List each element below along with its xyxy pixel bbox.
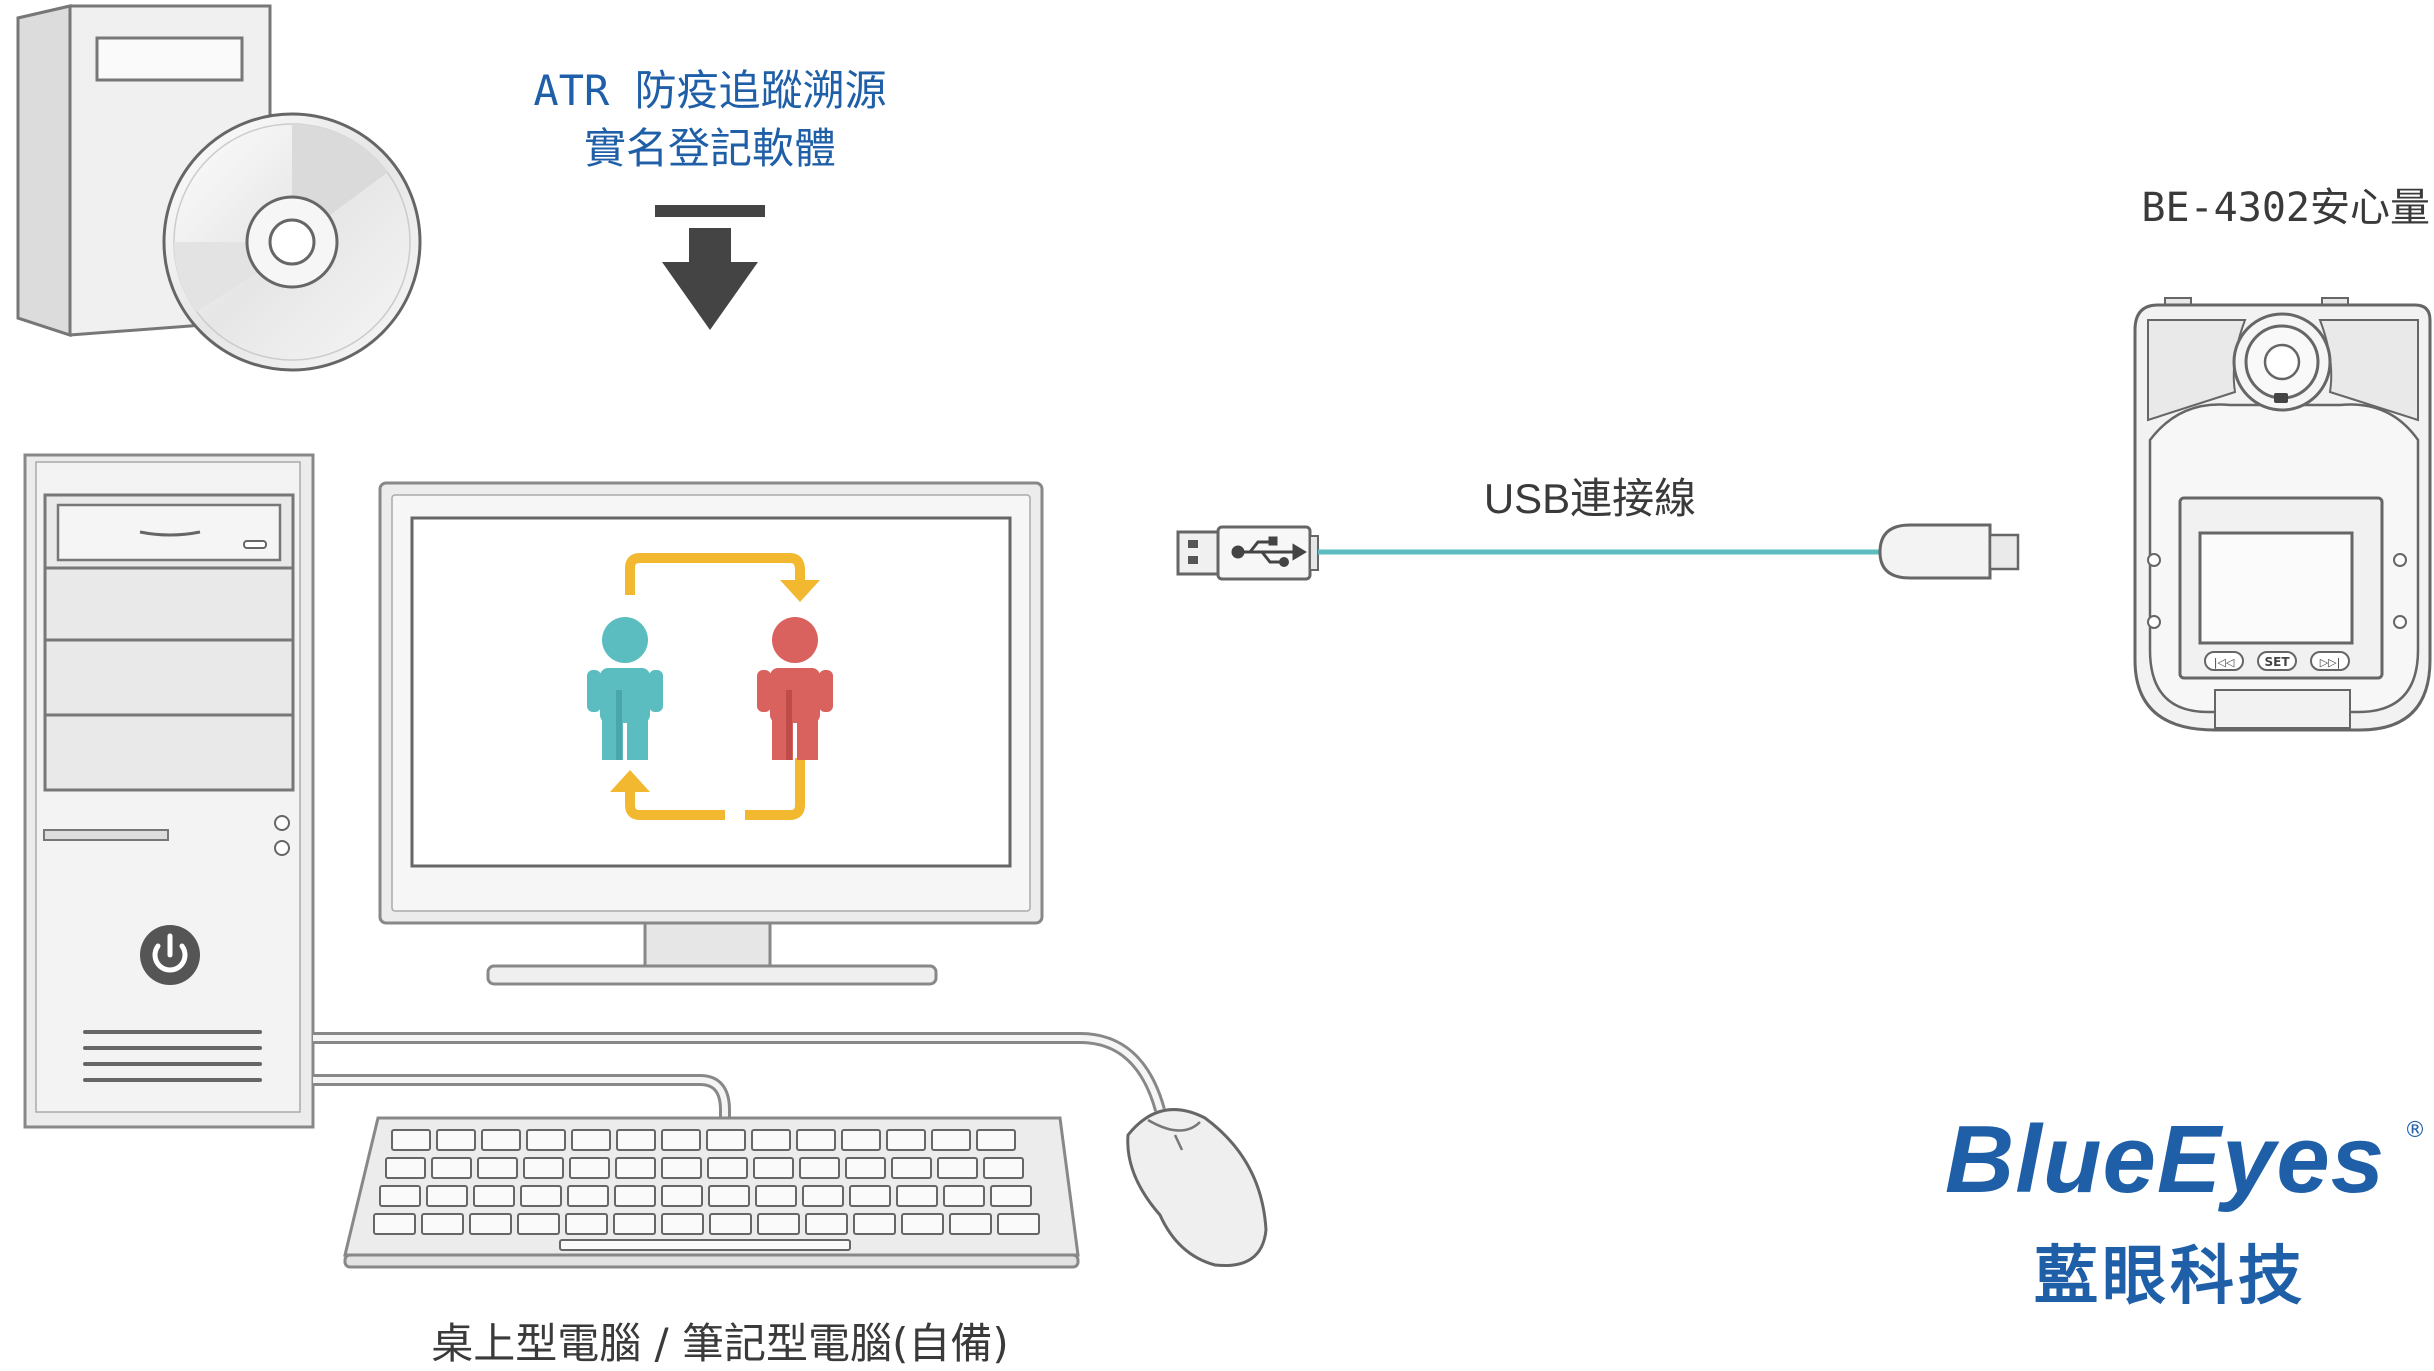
keyboard-spacebar [559,1239,851,1251]
keyboard-key [565,1213,608,1235]
keyboard-key [976,1129,1016,1151]
keyboard-key [613,1213,656,1235]
keyboard-key [757,1213,800,1235]
keyboard-key [477,1157,518,1179]
device-label: BE-4302安心量 [2141,185,2430,231]
keyboard-key [990,1185,1032,1207]
brand-logo: BlueEyes [1944,1106,2386,1213]
red-person-icon [757,617,833,760]
monitor-icon [378,481,1044,986]
keyboard-key [436,1129,476,1151]
keyboard-key [469,1213,512,1235]
keyboard-key [571,1129,611,1151]
software-label-line2: 實名登記軟體 [583,124,836,173]
keyboard-key [853,1213,896,1235]
keyboard-key [802,1185,844,1207]
be4302-device-icon: |◁◁ SET ▷▷| [2133,297,2432,732]
keyboard-key [796,1129,836,1151]
registered-mark: ® [2404,1118,2426,1143]
keyboard-key [753,1157,794,1179]
usb-cable-icon [1176,523,2020,581]
keyboard-key [517,1213,560,1235]
keyboard-key [481,1129,521,1151]
keyboard-key [845,1157,886,1179]
exchange-arrows-icon [625,553,805,820]
keyboard-key [849,1185,891,1207]
brand-chinese-name: 藍眼科技 [2034,1240,2306,1314]
keyboard-key [708,1185,750,1207]
keyboard-key [937,1157,978,1179]
keyboard-key [661,1185,703,1207]
keyboard-key [569,1157,610,1179]
keyboard-key [373,1213,416,1235]
keyboard-key [943,1185,985,1207]
keyboard-key [931,1129,971,1151]
keyboard-key [755,1185,797,1207]
keyboard-key [886,1129,926,1151]
keyboard-key [567,1185,609,1207]
keyboard-key [615,1157,656,1179]
software-label: ATR 防疫追蹤溯源 實名登記軟體 [470,62,950,178]
keyboard-key [799,1157,840,1179]
keyboard-key [891,1157,932,1179]
install-arrow-icon [655,205,765,330]
keyboard-key [426,1185,468,1207]
keyboard-key [391,1129,431,1151]
next-button-label: ▷▷| [2320,656,2341,669]
desktop-tower-icon [23,453,315,1129]
keyboard-key [805,1213,848,1235]
keyboard-key [385,1157,426,1179]
teal-person-icon [587,617,663,760]
keyboard-key [523,1157,564,1179]
prev-button-label: |◁◁ [2214,656,2235,669]
keyboard-key [751,1129,791,1151]
keyboard-key [520,1185,562,1207]
keyboard-key [379,1185,421,1207]
software-label-line1: ATR 防疫追蹤溯源 [533,66,887,115]
keyboard-key [841,1129,881,1151]
keyboard-key [661,1157,702,1179]
keyboard-key [901,1213,944,1235]
keyboard-key [421,1213,464,1235]
keyboard-key [431,1157,472,1179]
keyboard-key [896,1185,938,1207]
cd-disc-icon [162,112,422,372]
keyboard-icon [343,1116,1080,1269]
keyboard-key [661,1129,701,1151]
usb-symbol-icon [1231,536,1307,567]
keyboard-key [616,1129,656,1151]
keyboard-key [473,1185,515,1207]
keyboard-key [949,1213,992,1235]
keyboard-key [526,1129,566,1151]
keyboard-key [983,1157,1024,1179]
power-button-icon [140,925,200,985]
set-button-label: SET [2264,655,2290,669]
usb-cable-label: USB連接線 [1483,475,1697,522]
keyboard-key [709,1213,752,1235]
computer-label: 桌上型電腦 / 筆記型電腦(自備) [431,1319,1009,1368]
keyboard-key [661,1213,704,1235]
keyboard-key [997,1213,1040,1235]
keyboard-key [706,1129,746,1151]
keyboard-key [614,1185,656,1207]
keyboard-key [707,1157,748,1179]
mouse-icon [1126,1108,1268,1268]
